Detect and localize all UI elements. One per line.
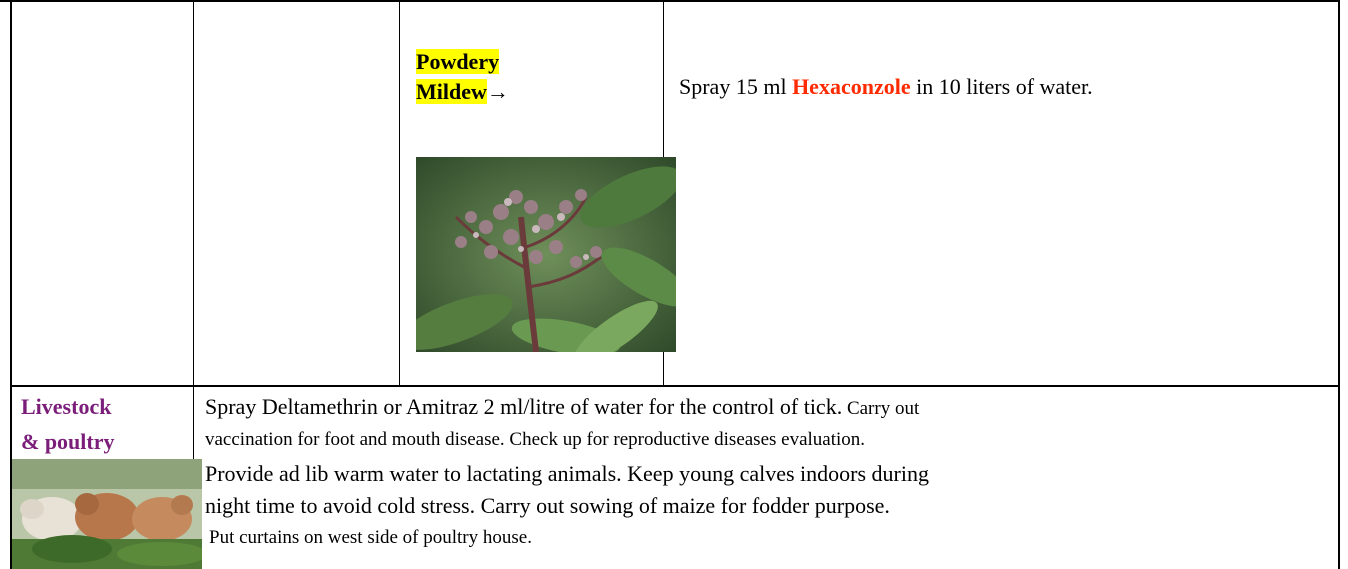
advice-suffix: in 10 liters of water. (910, 74, 1093, 99)
livestock-title-line2: & poultry (21, 429, 115, 454)
livestock-line-1-tail: Carry out (842, 398, 920, 419)
column-divider-2 (399, 0, 400, 386)
table-border-top (0, 0, 1340, 2)
table-border-right (1338, 0, 1340, 569)
column-divider-livestock (193, 387, 194, 459)
powdery-mildew-photo (416, 157, 676, 352)
livestock-line-3: Provide ad lib warm water to lactating a… (205, 461, 929, 486)
livestock-line-1-main: Spray Deltamethrin or Amitraz 2 ml/litre… (205, 394, 843, 419)
treatment-advice: Spray 15 ml Hexaconzole in 10 liters of … (679, 72, 1093, 102)
livestock-line-1: Spray Deltamethrin or Amitraz 2 ml/litre… (205, 389, 919, 427)
disease-name-line1: Powdery (416, 49, 500, 74)
advice-prefix: Spray 15 ml (679, 74, 793, 99)
chemical-name: Hexaconzole (792, 74, 911, 99)
livestock-title-line1: Livestock (21, 394, 112, 419)
livestock-line-5: Put curtains on west side of poultry hou… (209, 527, 532, 548)
table-border-left (10, 0, 12, 569)
disease-label: Powdery Mildew→ (416, 47, 509, 107)
livestock-section-title: Livestock & poultry (21, 389, 115, 459)
arrow-icon: → (486, 79, 509, 104)
cattle-photo (12, 459, 202, 569)
row-divider (10, 385, 1340, 387)
disease-name-line2: Mildew (416, 79, 487, 104)
column-divider-1 (193, 0, 194, 386)
livestock-line-4: night time to avoid cold stress. Carry o… (205, 493, 890, 518)
livestock-line-2: vaccination for foot and mouth disease. … (205, 429, 866, 450)
